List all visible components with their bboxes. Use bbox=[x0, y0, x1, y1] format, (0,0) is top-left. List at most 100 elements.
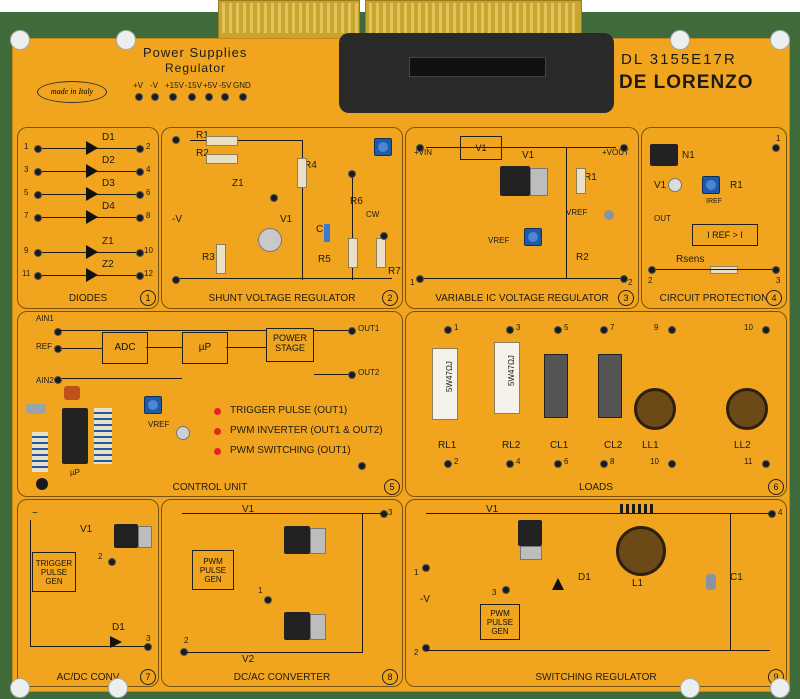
diode-pin[interactable] bbox=[136, 214, 144, 222]
module-title: SHUNT VOLTAGE REGULATOR bbox=[208, 293, 356, 304]
test-point[interactable] bbox=[620, 144, 628, 152]
module-switching-regulator: SWITCHING REGULATOR 9 V1 L1 D1 C1 -V PWM… bbox=[405, 499, 787, 687]
mosfet-v1 bbox=[284, 526, 310, 554]
test-point[interactable] bbox=[772, 144, 780, 152]
supply-jack[interactable] bbox=[205, 93, 213, 101]
diode-pin[interactable] bbox=[34, 145, 42, 153]
edge-contact bbox=[446, 3, 449, 33]
supply-jack[interactable] bbox=[188, 93, 196, 101]
load-pin[interactable] bbox=[506, 460, 514, 468]
thyristor-tab bbox=[138, 526, 152, 548]
test-point[interactable] bbox=[172, 136, 180, 144]
edge-contact bbox=[327, 3, 330, 33]
test-point[interactable] bbox=[380, 510, 388, 518]
diode-pin[interactable] bbox=[136, 168, 144, 176]
mounting-screw bbox=[108, 678, 128, 698]
mosfet-tab bbox=[310, 614, 326, 640]
ground-jack[interactable] bbox=[358, 462, 366, 470]
diode-icon bbox=[86, 141, 98, 155]
capacitor bbox=[36, 478, 48, 490]
edge-contact bbox=[432, 3, 435, 33]
input-jack-ref[interactable] bbox=[54, 345, 62, 353]
test-point[interactable] bbox=[348, 170, 356, 178]
module-number: 5 bbox=[384, 479, 400, 495]
diode-pin[interactable] bbox=[136, 249, 144, 257]
diode-pin[interactable] bbox=[34, 191, 42, 199]
test-point[interactable] bbox=[648, 266, 656, 274]
supply-jack[interactable] bbox=[169, 93, 177, 101]
module-title: LOADS bbox=[579, 482, 613, 493]
edge-contact bbox=[502, 3, 505, 33]
test-point[interactable] bbox=[270, 194, 278, 202]
load-resistor-rl1 bbox=[432, 348, 458, 420]
trimmer-knob-r6[interactable] bbox=[374, 138, 392, 156]
vref-test-point[interactable] bbox=[176, 426, 190, 440]
test-point[interactable] bbox=[172, 276, 180, 284]
input-jack-ain1[interactable] bbox=[54, 328, 62, 336]
led-pwm-inverter bbox=[214, 428, 221, 435]
load-pin[interactable] bbox=[554, 460, 562, 468]
test-point[interactable] bbox=[422, 644, 430, 652]
edge-contact bbox=[257, 3, 260, 33]
resistor-r2 bbox=[206, 154, 238, 164]
load-pin[interactable] bbox=[762, 326, 770, 334]
module-number: 2 bbox=[382, 290, 398, 306]
transistor-v1 bbox=[668, 178, 682, 192]
test-point[interactable] bbox=[416, 275, 424, 283]
test-point[interactable] bbox=[422, 564, 430, 572]
load-pin[interactable] bbox=[668, 326, 676, 334]
supply-jack[interactable] bbox=[135, 93, 143, 101]
supply-jack[interactable] bbox=[221, 93, 229, 101]
edge-contact bbox=[299, 3, 302, 33]
test-point[interactable] bbox=[768, 510, 776, 518]
trimmer-knob-r2[interactable] bbox=[524, 228, 542, 246]
input-jack-ain2[interactable] bbox=[54, 376, 62, 384]
diode-pin[interactable] bbox=[34, 168, 42, 176]
test-point[interactable] bbox=[620, 275, 628, 283]
test-point[interactable] bbox=[144, 643, 152, 651]
regulator-heatsink-tab bbox=[530, 168, 548, 196]
edge-contact bbox=[488, 3, 491, 33]
trimmer-knob-vref[interactable] bbox=[144, 396, 162, 414]
load-pin[interactable] bbox=[554, 326, 562, 334]
load-pin[interactable] bbox=[600, 460, 608, 468]
test-point[interactable] bbox=[772, 266, 780, 274]
test-point[interactable] bbox=[108, 558, 116, 566]
diode-pin[interactable] bbox=[34, 272, 42, 280]
test-point[interactable] bbox=[380, 232, 388, 240]
power-stage-block: POWER STAGE bbox=[266, 328, 314, 362]
test-point[interactable] bbox=[416, 144, 424, 152]
module-title: AC/DC CONV bbox=[56, 672, 120, 683]
supply-jack[interactable] bbox=[151, 93, 159, 101]
diode-pin[interactable] bbox=[136, 145, 144, 153]
edge-contact bbox=[243, 3, 246, 33]
load-pin[interactable] bbox=[668, 460, 676, 468]
test-point[interactable] bbox=[502, 586, 510, 594]
trimmer-knob-r1[interactable] bbox=[702, 176, 720, 194]
mounting-screw bbox=[116, 30, 136, 50]
edge-contact bbox=[453, 3, 456, 33]
load-pin[interactable] bbox=[506, 326, 514, 334]
resistor-array bbox=[94, 408, 112, 464]
module-title: DIODES bbox=[68, 293, 108, 304]
edge-contact bbox=[418, 3, 421, 33]
load-pin[interactable] bbox=[600, 326, 608, 334]
edge-contact bbox=[544, 3, 547, 33]
test-point[interactable] bbox=[264, 596, 272, 604]
inductor-l1 bbox=[616, 526, 666, 576]
reset-switch[interactable] bbox=[64, 386, 80, 400]
diode-pin[interactable] bbox=[136, 272, 144, 280]
mosfet-v2 bbox=[284, 612, 310, 640]
load-pin[interactable] bbox=[444, 326, 452, 334]
diode-pin[interactable] bbox=[136, 191, 144, 199]
diode-pin[interactable] bbox=[34, 249, 42, 257]
output-jack-out1[interactable] bbox=[348, 327, 356, 335]
supply-jack[interactable] bbox=[239, 93, 247, 101]
comparator-block: I REF > I bbox=[692, 224, 758, 246]
diode-pin[interactable] bbox=[34, 214, 42, 222]
edge-contact bbox=[320, 3, 323, 33]
output-jack-out2[interactable] bbox=[348, 371, 356, 379]
load-pin[interactable] bbox=[762, 460, 770, 468]
load-pin[interactable] bbox=[444, 460, 452, 468]
edge-contact bbox=[390, 3, 393, 33]
